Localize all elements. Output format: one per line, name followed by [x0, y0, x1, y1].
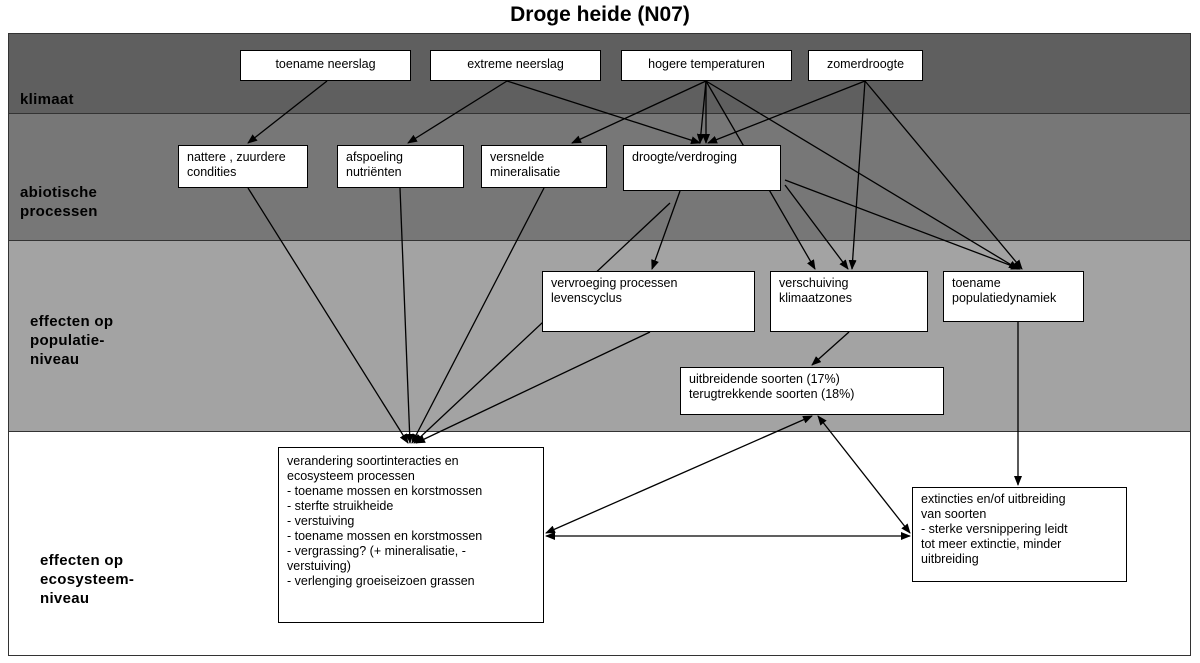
node-extincties: extincties en/of uitbreiding van soorten…: [912, 487, 1127, 582]
node-vervroeging: vervroeging processen levenscyclus: [542, 271, 755, 332]
node-toename-populatiedynamiek: toename populatiedynamiek: [943, 271, 1084, 322]
arrow-vervroeging-verandering: [415, 331, 651, 444]
arrow-verandering-soorten: [545, 415, 813, 534]
arrow-hogere-toename: [705, 80, 1019, 270]
layer-label-klimaat: klimaat: [20, 91, 74, 108]
layer-label-populatie: effecten op populatie- niveau: [30, 313, 114, 368]
node-toename-neerslag: toename neerslag: [240, 50, 411, 81]
arrow-mineralisatie-verandering: [411, 187, 545, 444]
node-soorten: uitbreidende soorten (17%) terugtrekkend…: [680, 367, 944, 415]
node-nattere-condities: nattere , zuurdere condities: [178, 145, 308, 188]
node-afspoeling: afspoeling nutriënten: [337, 145, 464, 188]
node-hogere-temperaturen: hogere temperaturen: [621, 50, 792, 81]
layer-label-ecosysteem: effecten op ecosysteem- niveau: [40, 552, 135, 607]
node-droogte: droogte/verdroging: [623, 145, 781, 191]
node-mineralisatie: versnelde mineralisatie: [481, 145, 607, 188]
arrow-soorten-extincties: [817, 415, 911, 534]
arrow-droogte-toename: [784, 179, 1021, 270]
arrow-droogte-verschuiving: [784, 184, 849, 270]
arrow-hogere-droogte-a: [696, 80, 707, 144]
arrow-droogte-vervroeging: [651, 190, 681, 270]
arrow-zomer-verschuiving: [848, 80, 866, 270]
node-verschuiving: verschuiving klimaatzones: [770, 271, 928, 332]
arrow-neerslag-nattere: [247, 80, 328, 144]
arrow-hogere-mineralisatie: [571, 80, 707, 144]
arrow-extreme-droogte: [506, 80, 701, 145]
arrow-afspoeling-verandering: [399, 187, 414, 444]
arrow-nattere-verandering: [247, 187, 409, 444]
arrow-extreme-afspoeling: [407, 80, 508, 144]
layer-label-abiotisch: abiotische processen: [20, 184, 98, 220]
node-zomerdroogte: zomerdroogte: [808, 50, 923, 81]
diagram-title: Droge heide (N07): [510, 3, 690, 26]
arrow-verschuiving-soorten: [811, 331, 850, 366]
node-verandering: verandering soortinteracties en ecosyste…: [278, 447, 544, 623]
arrow-zomer-toename: [864, 80, 1023, 270]
node-extreme-neerslag: extreme neerslag: [430, 50, 601, 81]
arrow-zomer-droogte: [707, 80, 866, 144]
